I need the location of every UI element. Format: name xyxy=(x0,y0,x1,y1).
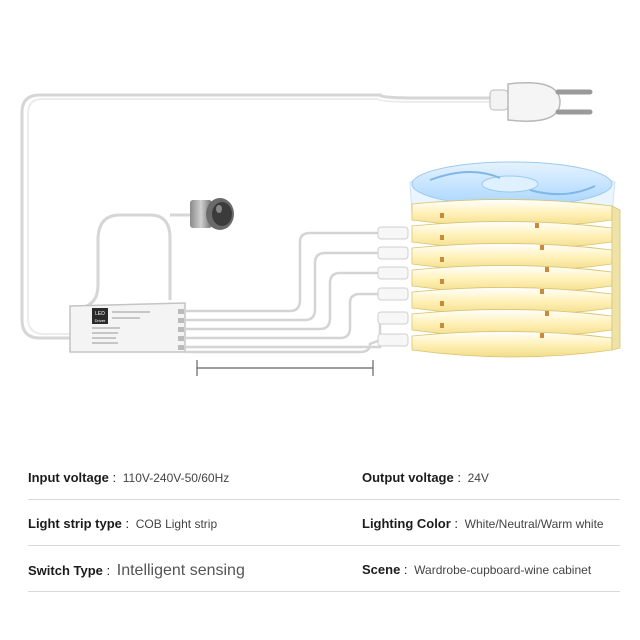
spec-value: White/Neutral/Warm white xyxy=(464,517,604,531)
lighting-color-spec: Lighting Color : White/Neutral/Warm whit… xyxy=(362,516,604,531)
light-strip-type-spec: Light strip type : COB Light strip xyxy=(28,516,218,531)
divider xyxy=(28,545,620,546)
output-cables xyxy=(185,231,382,354)
scene-spec: Scene : Wardrobe-cupboard-wine cabinet xyxy=(362,562,592,577)
motion-sensor-icon xyxy=(190,198,234,230)
spec-value: 110V-240V-50/60Hz xyxy=(122,471,230,485)
divider xyxy=(28,499,620,500)
svg-text:LED: LED xyxy=(95,311,105,317)
spec-row: Switch Type : Intelligent sensing Scene … xyxy=(28,552,620,592)
power-cable xyxy=(20,93,490,340)
led-driver-box: LED Driver xyxy=(69,302,186,353)
spec-row: Light strip type : COB Light strip Light… xyxy=(28,506,620,546)
spec-label: Output voltage xyxy=(362,470,454,485)
length-indicator xyxy=(196,360,374,376)
spec-value: 24V xyxy=(467,471,489,485)
spec-value: COB Light strip xyxy=(135,517,218,531)
spec-value: Intelligent sensing xyxy=(116,562,245,579)
spec-row: Input voltage : 110V-240V-50/60Hz Output… xyxy=(28,460,620,500)
input-voltage-spec: Input voltage : 110V-240V-50/60Hz xyxy=(28,470,230,485)
spec-label: Light strip type xyxy=(28,516,122,531)
led-strip-reels xyxy=(409,161,621,358)
output-voltage-spec: Output voltage : 24V xyxy=(362,470,489,485)
spec-label: Scene xyxy=(362,562,401,577)
strip-connectors xyxy=(377,226,409,347)
spec-label: Switch Type xyxy=(28,563,103,578)
svg-text:Driver: Driver xyxy=(95,318,106,323)
spec-label: Input voltage xyxy=(28,470,109,485)
spec-label: Lighting Color xyxy=(362,516,451,531)
product-illustration: LED Driver xyxy=(20,82,621,376)
switch-type-spec: Switch Type : Intelligent sensing xyxy=(28,562,245,579)
spec-value: Wardrobe-cupboard-wine cabinet xyxy=(414,563,592,577)
divider xyxy=(28,591,620,592)
spec-list: Input voltage : 110V-240V-50/60Hz Output… xyxy=(0,450,640,640)
eu-plug-icon xyxy=(489,82,593,122)
